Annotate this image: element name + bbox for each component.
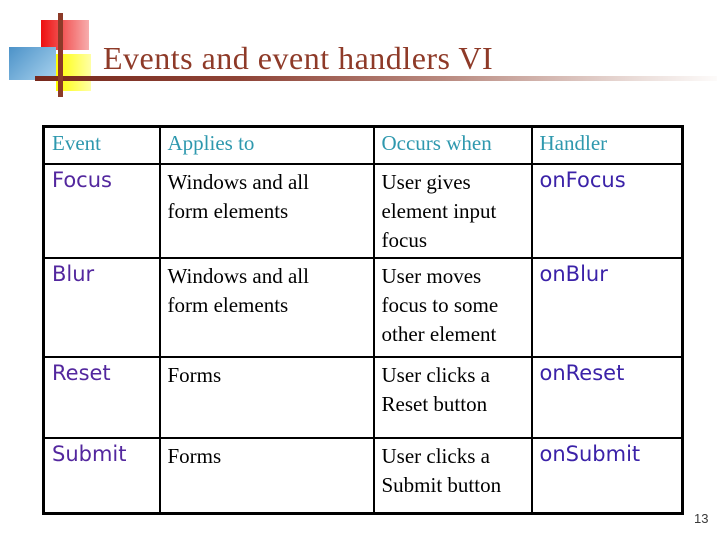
handler-name-cell: onBlur (530, 257, 684, 358)
column-header-occurs-when: Occurs when (372, 125, 533, 165)
column-header-event: Event (42, 125, 161, 165)
logo-blue-square (9, 47, 56, 80)
column-header-applies-to: Applies to (158, 125, 375, 165)
logo-red-square (41, 20, 89, 50)
occurs-when-cell: User clicks a Submit button (372, 437, 533, 515)
table-row: Focus Windows and all form elements User… (42, 163, 684, 259)
handler-name-cell: onReset (530, 356, 684, 439)
occurs-when-cell: User clicks a Reset button (372, 356, 533, 439)
title-underline-rule (35, 76, 717, 81)
applies-to-cell: Forms (158, 437, 375, 515)
events-table: Event Applies to Occurs when Handler Foc… (42, 125, 684, 515)
applies-to-cell: Windows and all form elements (158, 163, 375, 259)
table-row: Reset Forms User clicks a Reset button o… (42, 356, 684, 439)
applies-to-cell: Windows and all form elements (158, 257, 375, 358)
handler-name-cell: onSubmit (530, 437, 684, 515)
column-header-handler: Handler (530, 125, 684, 165)
logo-vertical-line (58, 13, 63, 97)
handler-name-cell: onFocus (530, 163, 684, 259)
event-name-cell: Reset (42, 356, 161, 439)
table-row: Submit Forms User clicks a Submit button… (42, 437, 684, 515)
slide-title: Events and event handlers VI (103, 40, 494, 76)
event-name-cell: Submit (42, 437, 161, 515)
table-row: Blur Windows and all form elements User … (42, 257, 684, 358)
table-header-row: Event Applies to Occurs when Handler (42, 125, 684, 165)
applies-to-cell: Forms (158, 356, 375, 439)
event-name-cell: Blur (42, 257, 161, 358)
occurs-when-cell: User gives element input focus (372, 163, 533, 259)
event-name-cell: Focus (42, 163, 161, 259)
occurs-when-cell: User moves focus to some other element (372, 257, 533, 358)
slide-page-number: 13 (694, 511, 709, 526)
